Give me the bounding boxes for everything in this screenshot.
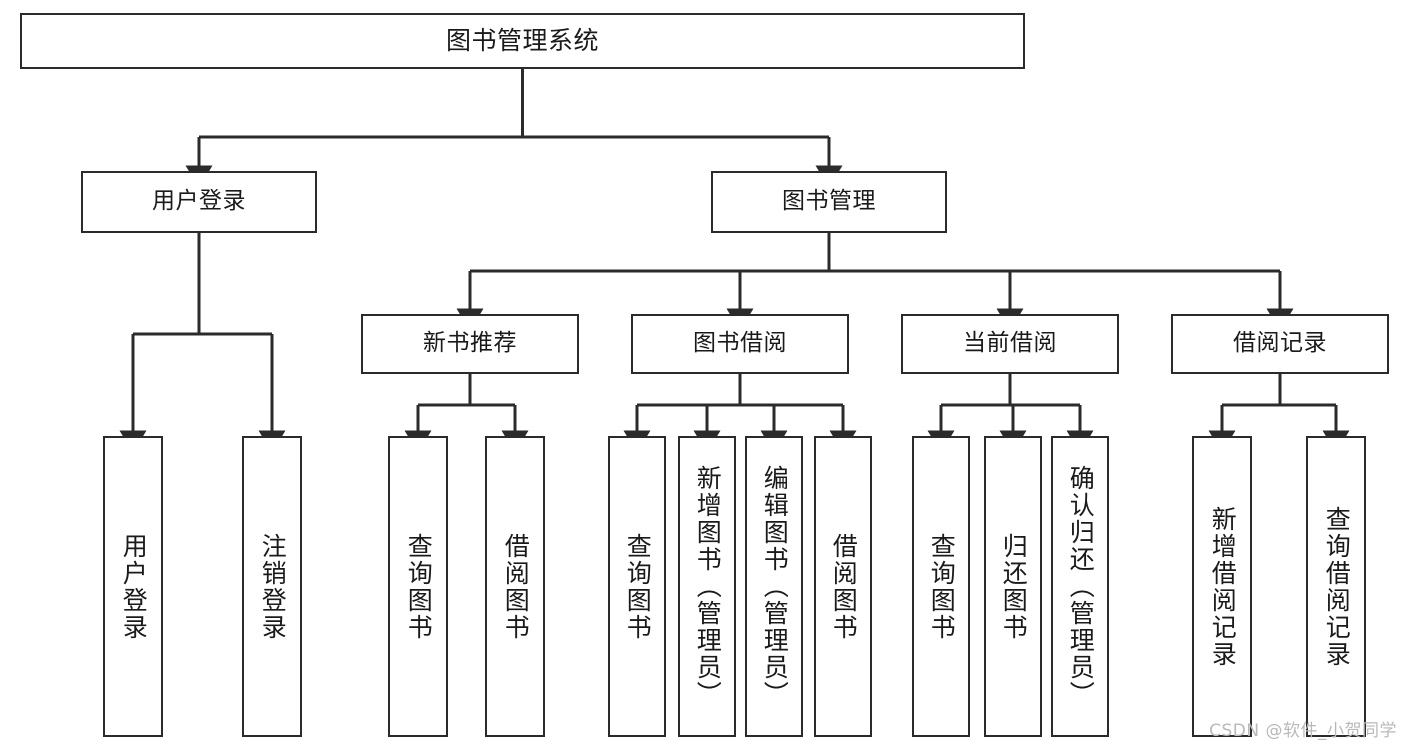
node-label: 编辑图书（管理员） (760, 465, 790, 708)
node-label: 新增图书（管理员） (693, 465, 723, 708)
node-root[interactable]: 图书管理系统 (20, 13, 1025, 69)
node-leaf_a1[interactable]: 注销登录 (242, 436, 302, 737)
node-leaf_a0[interactable]: 用户登录 (103, 436, 163, 737)
node-label: 归还图书 (999, 532, 1029, 641)
node-label: 用户登录 (119, 532, 149, 641)
node-label: 查询图书 (623, 532, 653, 641)
node-l3_3[interactable]: 借阅记录 (1171, 314, 1389, 374)
node-label: 图书管理 (782, 188, 876, 215)
node-leaf_b1[interactable]: 借阅图书 (485, 436, 545, 737)
node-leaf_d0[interactable]: 查询图书 (912, 436, 970, 737)
node-leaf_c3[interactable]: 借阅图书 (814, 436, 872, 737)
node-l2_0[interactable]: 用户登录 (81, 171, 317, 233)
node-leaf_c1[interactable]: 新增图书（管理员） (678, 436, 736, 737)
node-leaf_c2[interactable]: 编辑图书（管理员） (745, 436, 803, 737)
node-leaf_d1[interactable]: 归还图书 (984, 436, 1042, 737)
node-label: 图书管理系统 (445, 26, 599, 55)
node-label: 注销登录 (258, 532, 288, 641)
node-leaf_d2[interactable]: 确认归还（管理员） (1051, 436, 1109, 737)
node-label: 图书借阅 (693, 330, 787, 357)
node-label: 新增借阅记录 (1208, 505, 1238, 668)
node-label: 查询借阅记录 (1322, 505, 1352, 668)
node-leaf_e1[interactable]: 查询借阅记录 (1306, 436, 1366, 737)
node-leaf_e0[interactable]: 新增借阅记录 (1192, 436, 1252, 737)
node-l3_2[interactable]: 当前借阅 (901, 314, 1119, 374)
watermark: CSDN @软件_小贺同学 (1209, 721, 1397, 741)
node-label: 确认归还（管理员） (1066, 465, 1096, 708)
node-leaf_b0[interactable]: 查询图书 (388, 436, 448, 737)
node-label: 借阅图书 (829, 532, 859, 641)
node-label: 新书推荐 (423, 330, 517, 357)
node-l3_0[interactable]: 新书推荐 (361, 314, 579, 374)
node-leaf_c0[interactable]: 查询图书 (608, 436, 666, 737)
node-label: 用户登录 (152, 188, 246, 215)
node-label: 查询图书 (404, 532, 434, 641)
node-label: 借阅记录 (1233, 330, 1327, 357)
node-l3_1[interactable]: 图书借阅 (631, 314, 849, 374)
node-l2_1[interactable]: 图书管理 (711, 171, 947, 233)
node-label: 借阅图书 (501, 532, 531, 641)
node-label: 当前借阅 (963, 330, 1057, 357)
node-label: 查询图书 (927, 532, 957, 641)
